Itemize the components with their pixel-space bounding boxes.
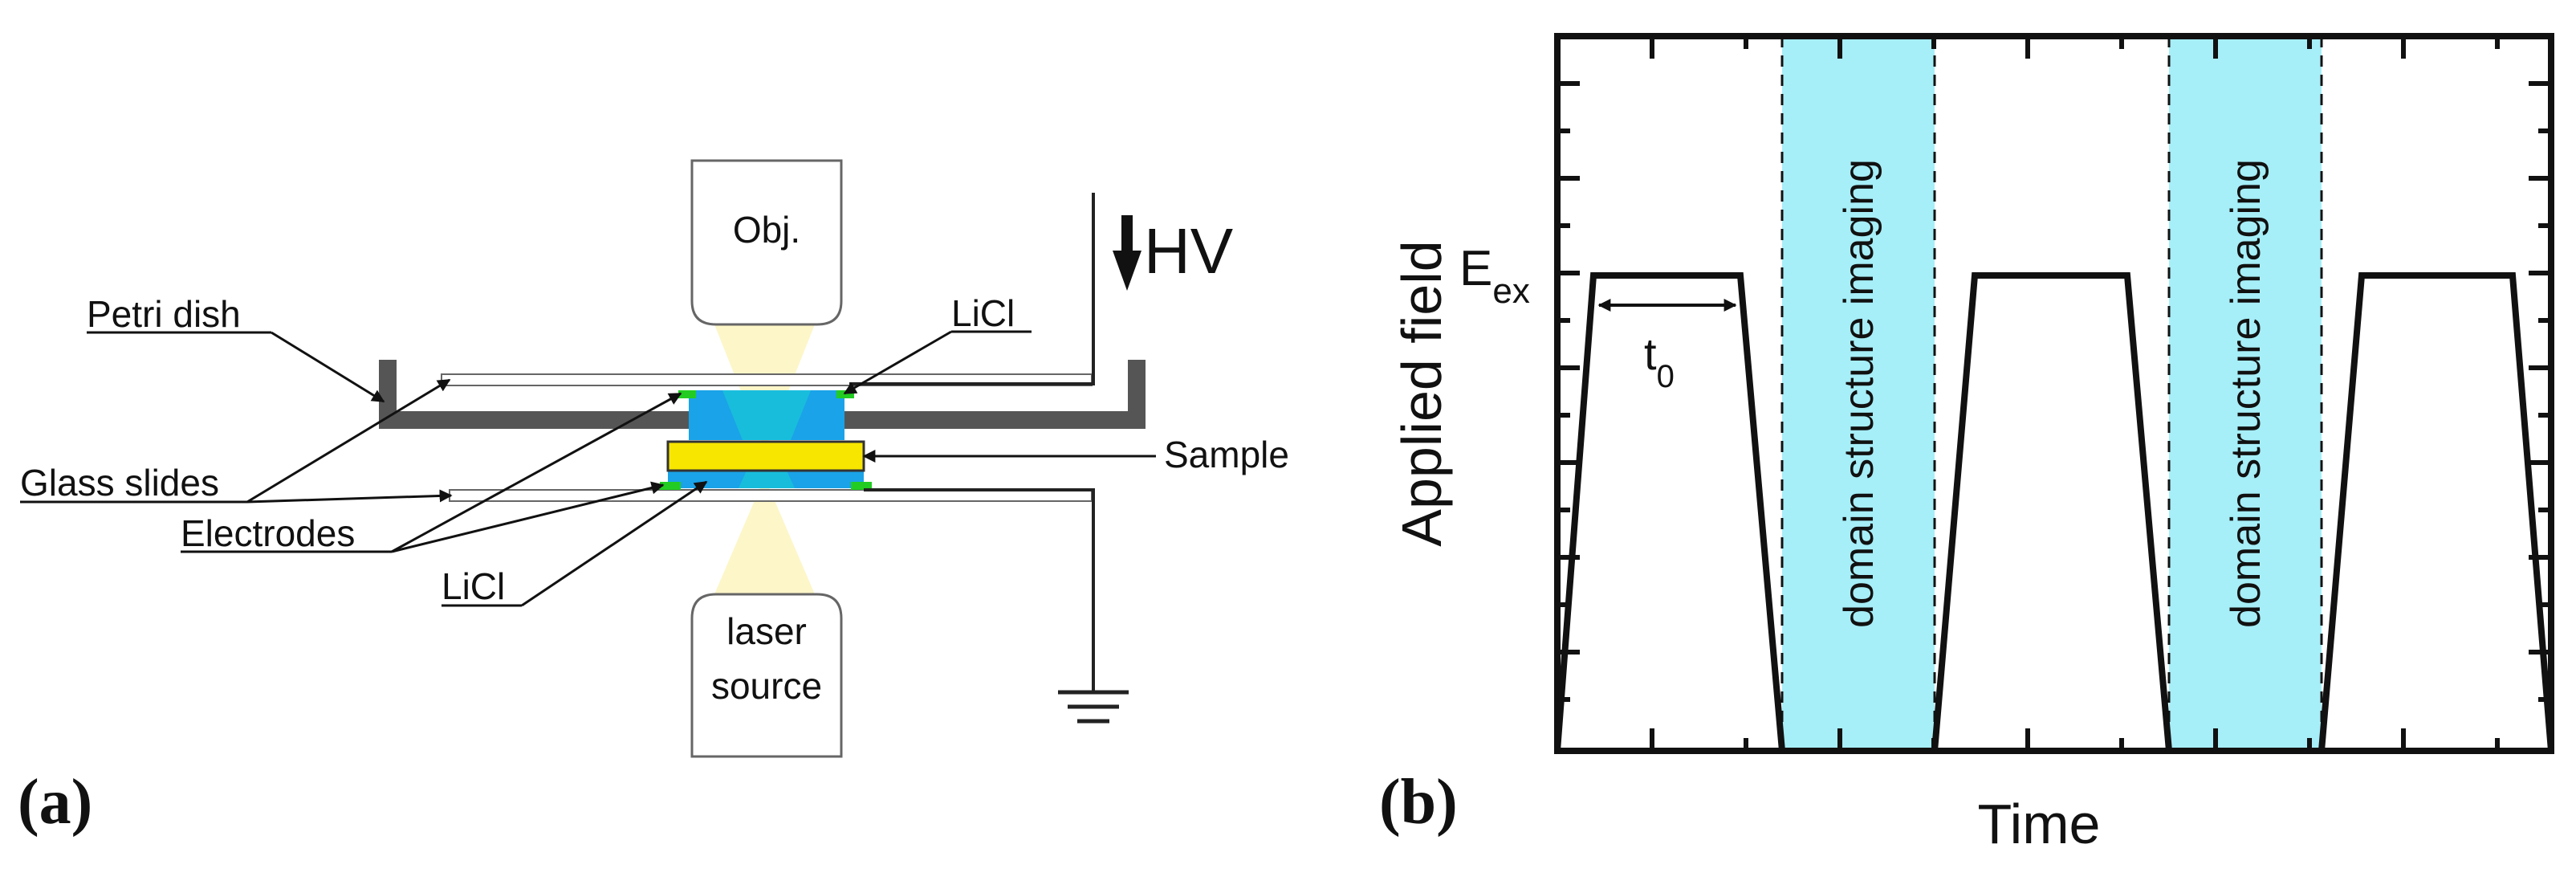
laser-label-line2: source [711, 665, 822, 707]
petri-dish-label: Petri dish [87, 293, 241, 335]
hv-down-arrow-icon [1113, 215, 1141, 291]
leader-glass-slide-bottom [246, 489, 453, 504]
glass-slides-label: Glass slides [20, 462, 219, 504]
panel-a: Obj. laser source [18, 159, 1289, 838]
electrode-bottom-right [851, 482, 872, 490]
band-label-1: domain structure imaging [1836, 159, 1882, 628]
leader-licl-top [843, 330, 952, 395]
imaging-band-2 [2169, 36, 2322, 751]
panel-b: domain structure imaging domain structur… [1379, 33, 2554, 855]
leader-electrode-bottom [391, 481, 665, 553]
sample-label: Sample [1164, 434, 1289, 475]
licl-bottom-label: LiCl [442, 565, 505, 607]
panel-a-label: (a) [18, 767, 92, 838]
licl-light-overlay-top [722, 390, 811, 440]
sample-plate [666, 440, 865, 472]
x-axis-label: Time [1978, 793, 2101, 855]
x-ticks-top [1650, 36, 2500, 59]
leader-glass-slide-top [246, 378, 451, 504]
ground-symbol [1058, 690, 1129, 724]
electrodes-label: Electrodes [181, 512, 355, 554]
hv-wire [849, 193, 1095, 390]
objective-label: Obj. [733, 209, 800, 251]
hv-label: HV [1144, 215, 1234, 287]
imaging-band-1 [1782, 36, 1935, 751]
y-axis-label: Applied field [1390, 240, 1453, 546]
laser-label-line1: laser [726, 610, 807, 652]
electrode-bottom-left [660, 482, 681, 490]
licl-top-label: LiCl [951, 292, 1015, 334]
objective-lens [690, 159, 843, 326]
t0-label: t0 [1644, 328, 1675, 394]
field-signal-trace [1554, 272, 2554, 754]
ground-wire [864, 488, 1095, 691]
electrode-top-left [678, 390, 696, 398]
e-ex-label: Eex [1459, 241, 1530, 311]
plot-frame [1554, 33, 2554, 754]
laser-light-cone [714, 482, 815, 594]
laser-source [690, 593, 843, 758]
licl-light-overlay-bottom [739, 471, 795, 488]
leader-electrode-top [391, 392, 682, 553]
band-label-2: domain structure imaging [2223, 159, 2269, 628]
leader-petri-dish [271, 331, 385, 403]
panel-b-label: (b) [1379, 767, 1458, 838]
leader-licl-bottom [521, 480, 708, 607]
glass-slide-bottom [449, 489, 1093, 502]
